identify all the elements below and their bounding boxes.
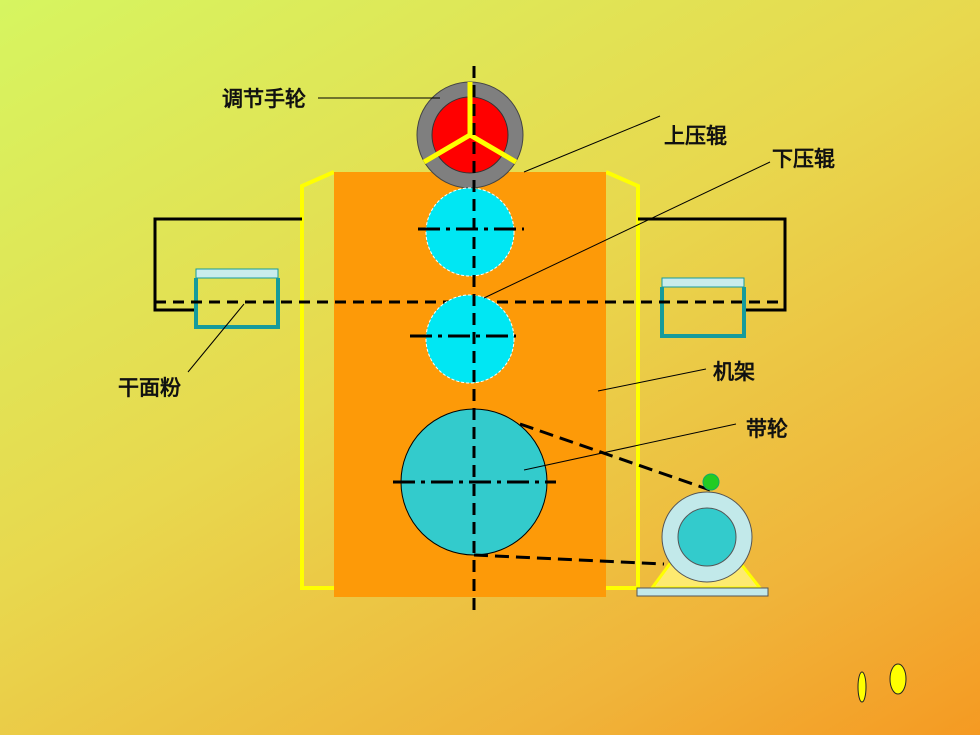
belt-upper xyxy=(519,422,711,492)
right-hopper xyxy=(660,277,746,338)
label-dry-flour: 干面粉 xyxy=(118,376,181,400)
left-arm xyxy=(153,217,302,312)
label-pulley: 带轮 xyxy=(746,417,788,441)
frame-outline-right xyxy=(605,170,640,590)
oval-small-icon xyxy=(857,671,867,703)
leader-dry-flour xyxy=(187,303,245,373)
label-lower-roller: 下压辊 xyxy=(772,147,835,171)
motor xyxy=(636,473,769,597)
label-handwheel: 调节手轮 xyxy=(222,87,306,111)
label-frame: 机架 xyxy=(713,360,755,384)
belt-lower xyxy=(473,553,665,566)
right-arm xyxy=(638,217,787,312)
indicator-icon xyxy=(702,473,720,491)
leader-lower-roller xyxy=(483,161,771,299)
label-upper-roller: 上压辊 xyxy=(664,124,727,148)
frame-outline-left xyxy=(300,170,335,590)
leader-frame xyxy=(597,368,707,392)
leader-pulley xyxy=(523,423,737,471)
leader-upper-roller xyxy=(523,115,661,173)
left-hopper xyxy=(194,268,280,329)
lower-roller xyxy=(425,294,515,384)
oval-large-icon xyxy=(889,663,907,695)
handwheel xyxy=(416,81,524,189)
upper-roller xyxy=(425,187,515,277)
